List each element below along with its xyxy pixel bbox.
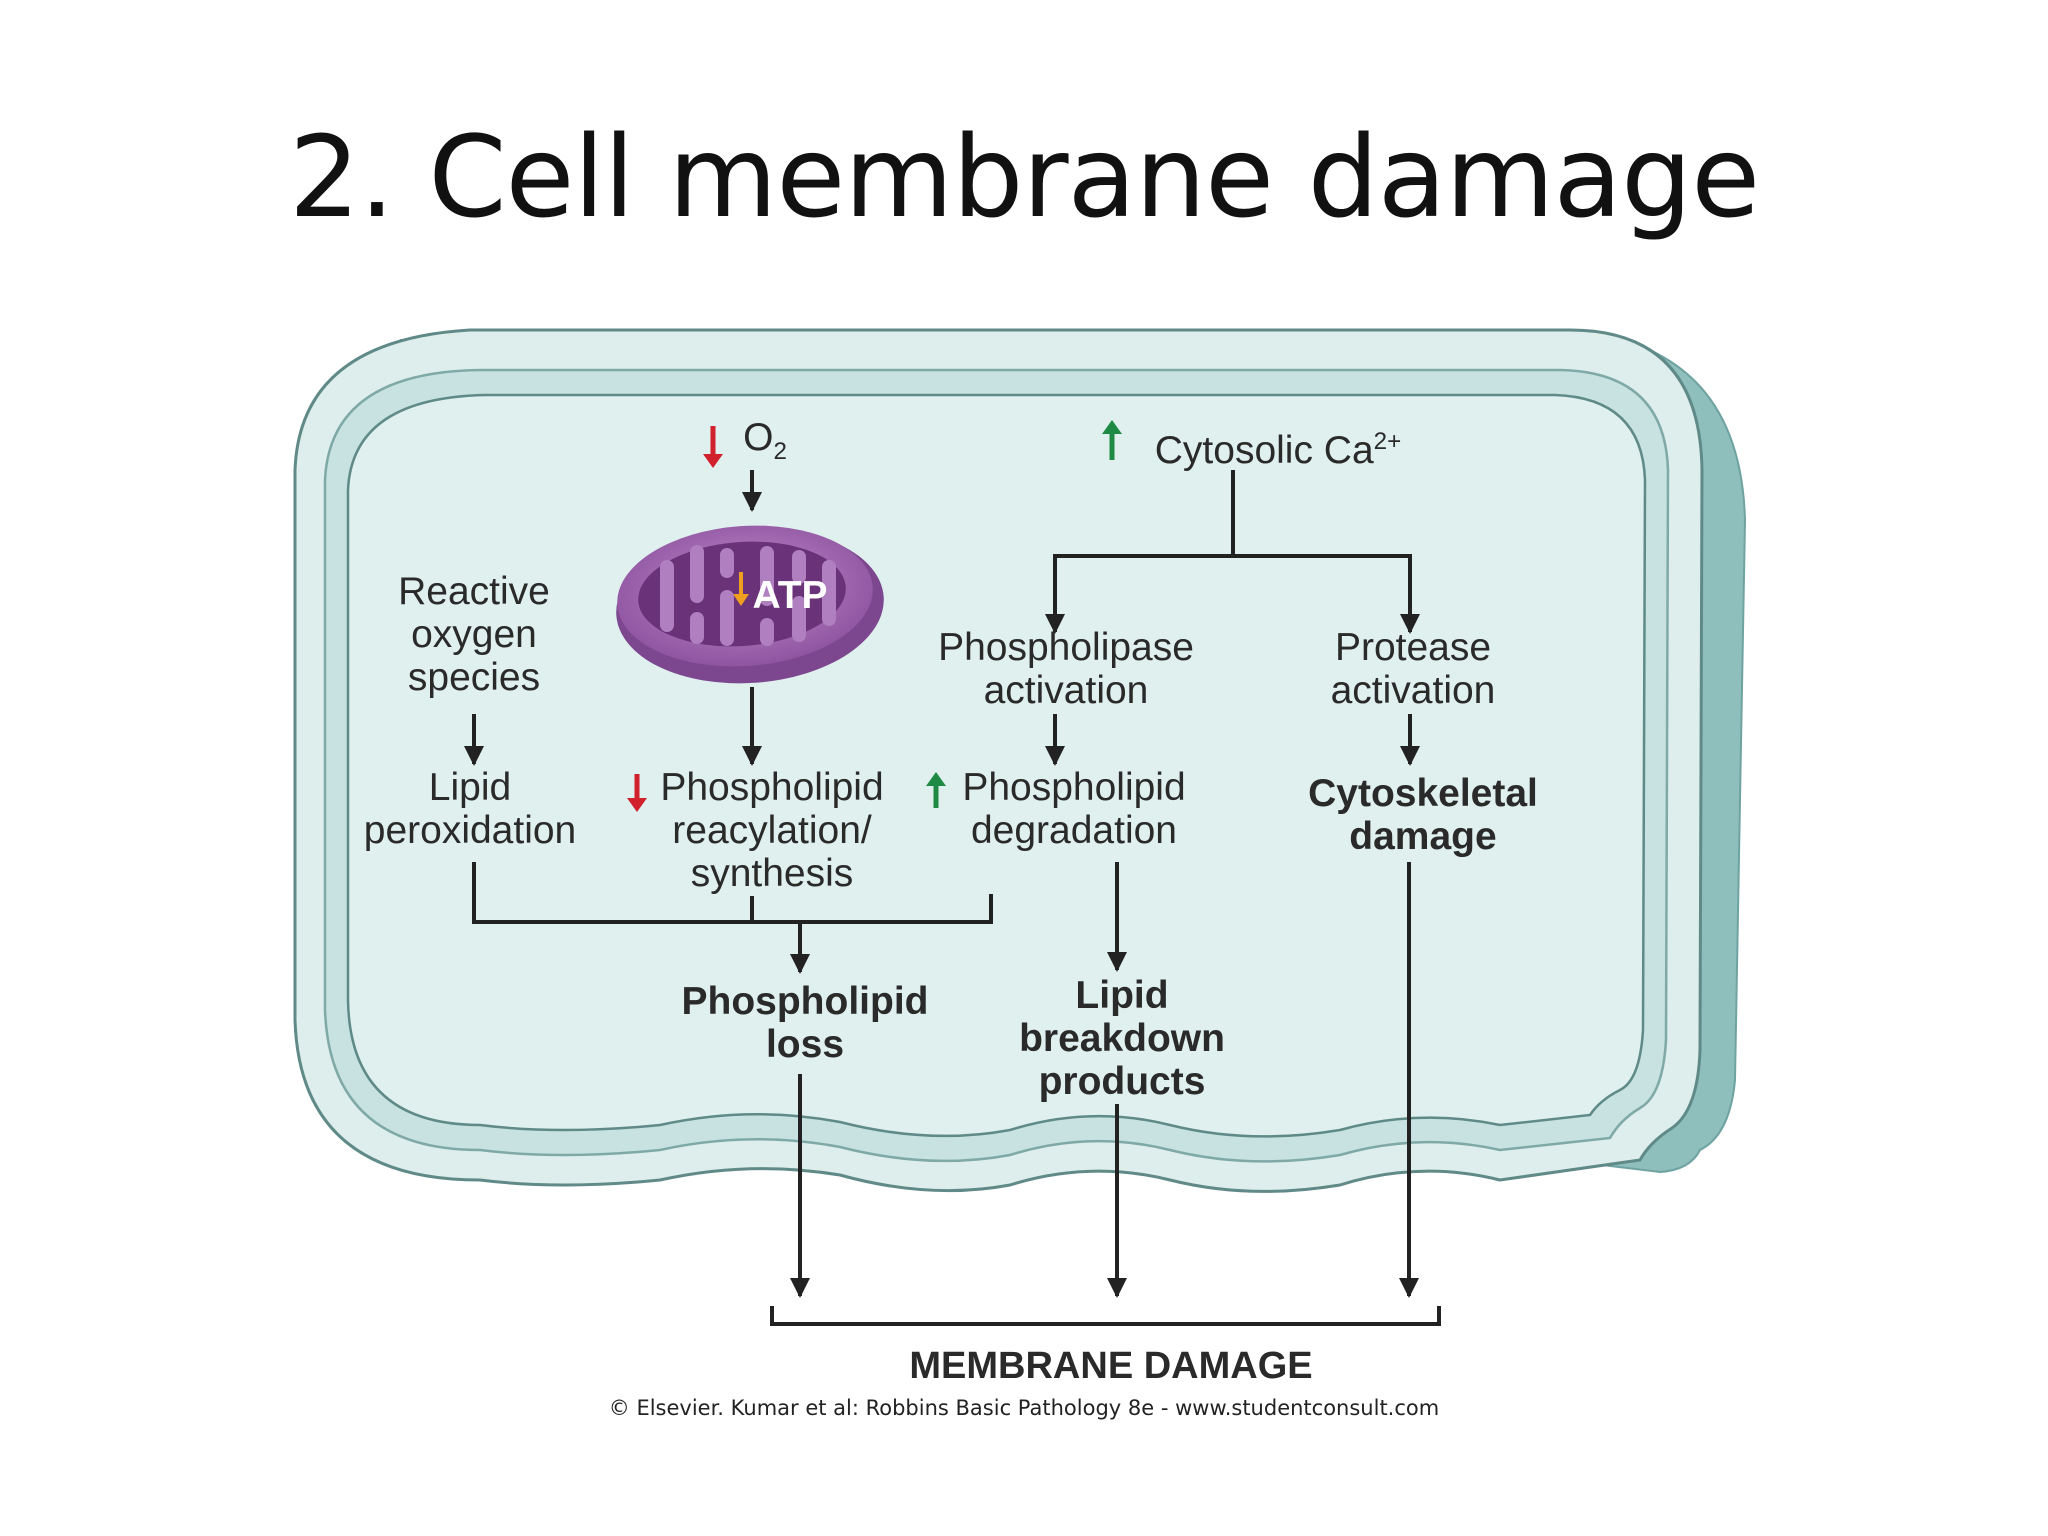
degradation-increase-arrow-icon bbox=[926, 772, 946, 808]
mitochondrion-icon bbox=[616, 525, 884, 684]
atp-label: ATP bbox=[752, 574, 828, 617]
increase-arrow-icon bbox=[1102, 420, 1122, 460]
atp-decrease-arrow-icon bbox=[733, 572, 749, 606]
decrease-arrow-icon bbox=[703, 426, 723, 468]
image-credit: © Elsevier. Kumar et al: Robbins Basic P… bbox=[608, 1396, 1440, 1420]
reacylation-decrease-arrow-icon bbox=[627, 774, 647, 812]
membrane-damage-label: MEMBRANE DAMAGE bbox=[909, 1345, 1313, 1387]
slide-title: 2. Cell membrane damage bbox=[288, 113, 1760, 243]
cytosolic-calcium-label: Cytosolic Ca2+ bbox=[1154, 428, 1402, 472]
o2-label: O2 bbox=[743, 416, 787, 465]
flow-arrows bbox=[464, 470, 1441, 1326]
